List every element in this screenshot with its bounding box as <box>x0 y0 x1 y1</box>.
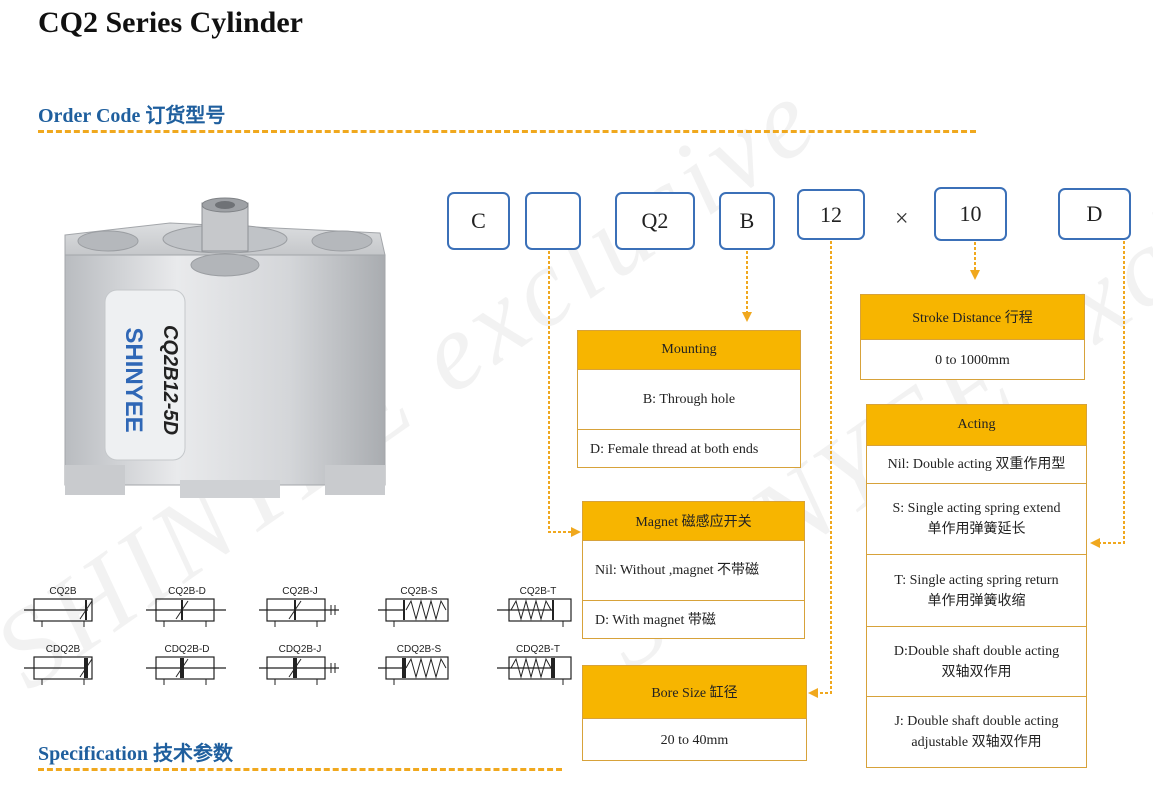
arrow-to-acting <box>1090 241 1125 548</box>
code-box-bore: 12 <box>797 189 865 240</box>
stroke-distance-table: Stroke Distance 行程 0 to 1000mm <box>860 294 1085 380</box>
symbol-label: CQ2B-T <box>519 586 557 597</box>
cylinder-product-image: SHINYEE CQ2B12-5D <box>64 197 386 498</box>
cylinder-symbol-cdq2b-s <box>378 656 449 685</box>
acting-row-t: T: Single acting spring return 单作用弹簧收缩 <box>867 554 1086 626</box>
acting-row-s: S: Single acting spring extend 单作用弹簧延长 <box>867 483 1086 554</box>
cylinder-symbol-cq2b <box>24 598 93 627</box>
order-code-divider <box>38 130 976 133</box>
code-c-text: C <box>471 208 486 233</box>
magnet-row-d: D: With magnet 带磁 <box>583 600 804 639</box>
acting-row-t-line2: 单作用弹簧收缩 <box>927 593 1026 609</box>
acting-row-t-line1: T: Single acting spring return <box>894 572 1059 588</box>
cylinder-symbol-cdq2b-d <box>146 656 226 685</box>
magnet-table: Magnet 磁感应开关 Nil: Without ,magnet 不带磁 D:… <box>582 501 805 639</box>
magnet-header: Magnet 磁感应开关 <box>583 502 804 540</box>
symbol-label: CQ2B-D <box>168 586 206 597</box>
acting-table: Acting Nil: Double acting 双重作用型 S: Singl… <box>866 404 1087 768</box>
symbol-label: CDQ2B-J <box>278 644 322 655</box>
page-title: CQ2 Series Cylinder <box>38 6 303 39</box>
bore-row: 20 to 40mm <box>583 718 806 761</box>
symbol-label: CDQ2B-D <box>164 644 210 655</box>
mounting-table: Mounting B: Through hole D: Female threa… <box>577 330 801 468</box>
model-label-text: CQ2B12-5D <box>159 325 181 435</box>
acting-row-j-line1: J: Double shaft double acting <box>894 714 1059 729</box>
mounting-row-b: B: Through hole <box>578 369 800 429</box>
code-acting-text: D <box>1086 201 1103 226</box>
symbol-label: CDQ2B-S <box>396 644 442 655</box>
code-box-q2: Q2 <box>615 192 695 250</box>
specification-divider <box>38 768 562 771</box>
code-box-series-c: C <box>447 192 510 250</box>
acting-row-j-line2: adjustable 双轴双作用 <box>911 735 1042 750</box>
code-q2-text: Q2 <box>641 208 669 233</box>
symbol-label: CQ2B <box>49 586 77 597</box>
acting-row-d: D:Double shaft double acting 双轴双作用 <box>867 626 1086 696</box>
cylinder-symbol-cdq2b-j <box>259 656 339 685</box>
acting-row-d-line2: 双轴双作用 <box>941 664 1012 680</box>
bore-size-table: Bore Size 缸径 20 to 40mm <box>582 665 807 761</box>
magnet-row-nil: Nil: Without ,magnet 不带磁 <box>583 540 804 600</box>
symbol-label: CQ2B-S <box>400 586 438 597</box>
symbol-label: CDQ2B <box>45 644 81 655</box>
stroke-header: Stroke Distance 行程 <box>861 295 1084 339</box>
symbol-label: CQ2B-J <box>282 586 318 597</box>
acting-row-j: J: Double shaft double acting adjustable… <box>867 696 1086 767</box>
acting-row-nil: Nil: Double acting 双重作用型 <box>867 445 1086 483</box>
code-stroke-text: 10 <box>959 201 982 226</box>
cylinder-symbol-cq2b-d <box>146 598 226 627</box>
stroke-row: 0 to 1000mm <box>861 339 1084 380</box>
code-box-acting: D <box>1058 188 1131 240</box>
order-code-heading: Order Code 订货型号 <box>38 105 226 127</box>
mounting-header: Mounting <box>578 331 800 369</box>
acting-row-s-line1: S: Single acting spring extend <box>892 501 1061 516</box>
acting-row-s-line2: 单作用弹簧延长 <box>927 522 1026 537</box>
acting-row-nil-text: Nil: Double acting 双重作用型 <box>887 457 1066 472</box>
specification-heading: Specification 技术参数 <box>38 743 233 765</box>
mounting-row-d: D: Female thread at both ends <box>578 429 800 468</box>
times-sign: × <box>895 206 909 232</box>
brand-logo-text: SHINYEE <box>120 327 147 432</box>
arrow-to-bore <box>808 241 832 698</box>
code-box-mounting: B <box>719 192 775 250</box>
code-bore-text: 12 <box>820 201 842 227</box>
cylinder-symbol-cq2b-t <box>497 598 572 627</box>
arrow-to-magnet <box>548 251 581 537</box>
cylinder-symbol-cq2b-s <box>378 598 449 627</box>
cylinder-symbol-cdq2b <box>24 656 93 685</box>
acting-row-d-line1: D:Double shaft double acting <box>893 643 1060 659</box>
code-mounting-text: B <box>739 208 755 233</box>
symbol-label: CDQ2B-T <box>516 644 560 655</box>
cylinder-symbol-cq2b-j <box>259 598 339 627</box>
code-box-magnet <box>525 192 581 250</box>
cylinder-symbol-cdq2b-t <box>497 656 572 685</box>
acting-header: Acting <box>867 405 1086 445</box>
code-box-stroke: 10 <box>934 187 1007 241</box>
bore-header: Bore Size 缸径 <box>583 666 806 718</box>
